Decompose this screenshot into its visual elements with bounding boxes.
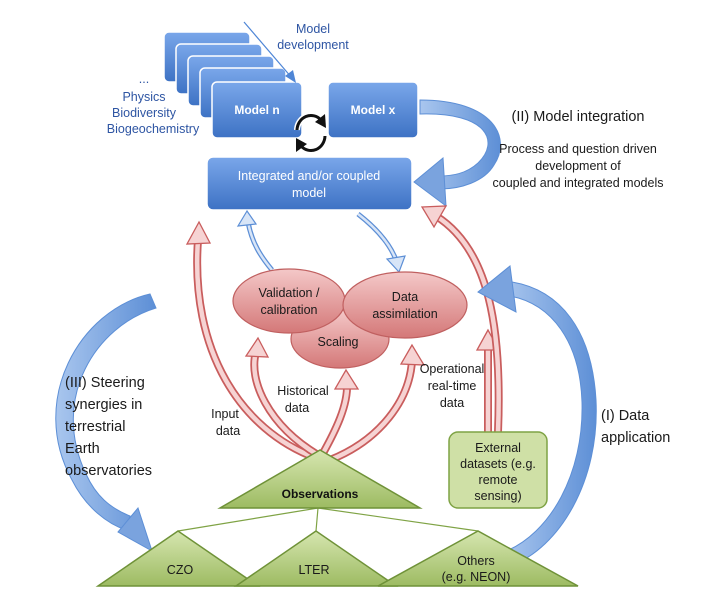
steering-arrow (55, 293, 157, 553)
model-integration-desc-1: Process and question driven (499, 142, 657, 156)
observation-connectors (177, 507, 479, 532)
input-data-label-1: Input (211, 407, 239, 421)
operational-data-label-1: Operational (420, 362, 485, 376)
external-datasets-label-1: External (475, 441, 521, 455)
model-development-arrow (243, 21, 296, 83)
input-data-arrow (185, 220, 318, 462)
model-n-label: Model n (234, 103, 279, 117)
external-to-model-arrow (420, 205, 503, 433)
model-n-box (211, 81, 303, 139)
others-triangle (377, 530, 579, 587)
observations-triangle (217, 449, 423, 509)
scaling-data-arrow (318, 368, 360, 457)
steering-label-4: Earth (65, 441, 100, 457)
steering-label-5: observatories (65, 463, 152, 479)
model-integration-arrow (413, 99, 501, 208)
operational-data-label-3: data (440, 396, 464, 410)
integrated-model-label-2: model (292, 186, 326, 200)
discipline-biodiversity: Biodiversity (112, 106, 177, 120)
others-label-2: (e.g. NEON) (442, 570, 511, 584)
discipline-physics: Physics (122, 90, 165, 104)
integrated-model-label-1: Integrated and/or coupled (238, 169, 381, 183)
czo-label: CZO (167, 563, 194, 577)
operational-data-arrow (328, 343, 426, 464)
historical-data-label-1: Historical (277, 384, 328, 398)
historical-data-label-2: data (285, 401, 309, 415)
model-integration-title: (II) Model integration (512, 109, 645, 125)
integrated-model-box (206, 156, 413, 211)
steering-label-3: terrestrial (65, 419, 125, 435)
data-application-label-2: application (601, 430, 670, 446)
assimilation-label-1: Data (392, 290, 418, 304)
validation-label-1: Validation / (259, 286, 320, 300)
external-datasets-label-2: datasets (e.g. (460, 457, 536, 471)
model-integration-desc-2: development of (535, 159, 621, 173)
discipline-biogeochemistry: Biogeochemistry (107, 122, 200, 136)
others-label-1: Others (457, 554, 495, 568)
external-datasets-label-3: remote (479, 473, 518, 487)
validation-label-2: calibration (261, 303, 318, 317)
lter-label: LTER (298, 563, 329, 577)
steering-label-1: (III) Steering (65, 375, 145, 391)
external-datasets-box (448, 431, 548, 509)
data-application-arrow (477, 265, 597, 567)
data-application-label-1: (I) Data (601, 408, 650, 424)
model-development-label-1: Model (296, 22, 330, 36)
model-development-label-2: development (277, 38, 349, 52)
scaling-label: Scaling (318, 335, 359, 349)
steering-label-2: synergies in (65, 397, 142, 413)
validation-ellipse (232, 268, 346, 334)
model-x-box (327, 81, 419, 139)
historical-data-arrow (244, 336, 321, 459)
discipline-ellipsis: ... (139, 72, 149, 86)
assimilation-label-2: assimilation (372, 307, 437, 321)
model-to-assimilation-arrow (356, 212, 406, 274)
validation-to-model-arrow (236, 209, 274, 272)
operational-data-label-2: real-time (428, 379, 477, 393)
external-datasets-label-4: sensing) (474, 489, 521, 503)
input-data-label-2: data (216, 424, 240, 438)
assimilation-ellipse (342, 271, 468, 339)
lter-triangle (233, 530, 399, 587)
model-integration-desc-3: coupled and integrated models (493, 176, 664, 190)
czo-triangle (95, 530, 261, 587)
observations-label: Observations (282, 487, 359, 501)
model-stack: Model n Model x (163, 31, 419, 139)
model-x-label: Model x (351, 103, 396, 117)
coupling-cycle-icon (294, 112, 328, 154)
